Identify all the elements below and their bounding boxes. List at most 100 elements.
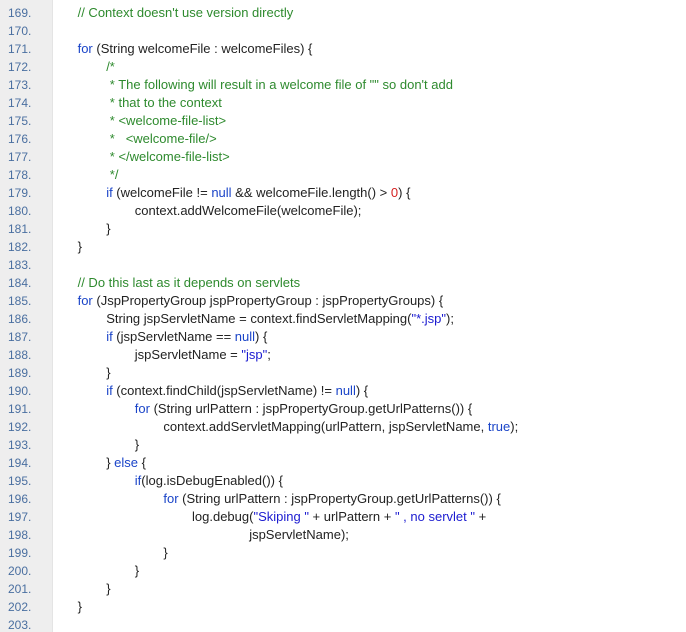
code-line: 178. */ <box>0 166 686 184</box>
code-line: 185.for (JspPropertyGroup jspPropertyGro… <box>0 292 686 310</box>
code-token: (jspServletName == <box>112 329 235 344</box>
code-token: (String urlPattern : jspPropertyGroup.ge… <box>178 491 501 506</box>
code-line: 202.} <box>0 598 686 616</box>
line-number-gutter <box>0 0 53 632</box>
line-number: 193. <box>8 438 32 452</box>
line-number: 181. <box>8 222 32 236</box>
code-token: "*.jsp" <box>411 311 447 326</box>
code-line: 179.if (welcomeFile != null && welcomeFi… <box>0 184 686 202</box>
line-number: 192. <box>8 420 32 434</box>
code-token: { <box>138 455 146 470</box>
code-line: 182.} <box>0 238 686 256</box>
code-token: } <box>77 239 82 254</box>
code-text: } <box>163 544 167 562</box>
code-token: null <box>211 185 232 200</box>
code-text: } <box>106 364 110 382</box>
code-token: * that to the context <box>106 95 222 110</box>
code-text: * <welcome-file/> <box>106 130 217 148</box>
code-token: if <box>134 473 142 488</box>
code-token: null <box>335 383 356 398</box>
code-line: 170. <box>0 22 686 40</box>
code-text: if (welcomeFile != null && welcomeFile.l… <box>106 184 410 202</box>
line-number: 185. <box>8 294 32 308</box>
code-token: if <box>106 329 113 344</box>
code-token: } <box>106 581 111 596</box>
code-line: 171.for (String welcomeFile : welcomeFil… <box>0 40 686 58</box>
code-text: } <box>78 598 82 616</box>
line-number: 169. <box>8 6 32 20</box>
code-token: for <box>77 293 93 308</box>
code-line: 191.for (String urlPattern : jspProperty… <box>0 400 686 418</box>
line-number: 201. <box>8 582 32 596</box>
code-token: */ <box>106 167 119 182</box>
code-token: /* <box>106 59 115 74</box>
code-token: * <welcome-file-list> <box>106 113 227 128</box>
code-token: true <box>487 419 511 434</box>
code-token: } <box>77 599 82 614</box>
code-text: if (context.findChild(jspServletName) !=… <box>106 382 368 400</box>
code-token: + <box>474 509 487 524</box>
line-number: 194. <box>8 456 32 470</box>
code-text: } else { <box>106 454 146 472</box>
line-number: 197. <box>8 510 32 524</box>
code-token: // Context doesn't use version directly <box>77 5 294 20</box>
code-token: (welcomeFile != <box>112 185 212 200</box>
code-token: ) { <box>398 185 411 200</box>
code-line: 195.if(log.isDebugEnabled()) { <box>0 472 686 490</box>
code-text: /* <box>106 58 115 76</box>
code-token: 0 <box>390 185 399 200</box>
line-number: 202. <box>8 600 32 614</box>
code-token: context.addWelcomeFile(welcomeFile); <box>134 203 362 218</box>
code-line: 200.} <box>0 562 686 580</box>
code-token: } <box>106 455 115 470</box>
code-line: 196.for (String urlPattern : jspProperty… <box>0 490 686 508</box>
code-token: } <box>134 437 140 452</box>
code-line: 193.} <box>0 436 686 454</box>
code-line: 173. * The following will result in a we… <box>0 76 686 94</box>
code-text: jspServletName = "jsp"; <box>135 346 271 364</box>
line-number: 191. <box>8 402 32 416</box>
line-number: 189. <box>8 366 32 380</box>
code-line: 176. * <welcome-file/> <box>0 130 686 148</box>
code-token: null <box>234 329 256 344</box>
code-line: 201.} <box>0 580 686 598</box>
code-token: ); <box>510 419 519 434</box>
code-text: context.addServletMapping(urlPattern, js… <box>163 418 518 436</box>
code-line: 183. <box>0 256 686 274</box>
code-line: 187.if (jspServletName == null) { <box>0 328 686 346</box>
code-line: 198.jspServletName); <box>0 526 686 544</box>
code-line: 177. * </welcome-file-list> <box>0 148 686 166</box>
code-token: (context.findChild(jspServletName) != <box>112 383 336 398</box>
line-number: 172. <box>8 60 32 74</box>
code-token: "jsp" <box>241 347 268 362</box>
code-token: " , no servlet " <box>394 509 475 524</box>
code-token: jspServletName = <box>134 347 242 362</box>
line-number: 188. <box>8 348 32 362</box>
code-token: for <box>163 491 179 506</box>
code-text: * <welcome-file-list> <box>106 112 226 130</box>
code-text: */ <box>106 166 119 184</box>
code-text: context.addWelcomeFile(welcomeFile); <box>135 202 362 220</box>
line-number: 177. <box>8 150 32 164</box>
code-token: else <box>114 455 139 470</box>
code-token: ) { <box>255 329 268 344</box>
code-text: * </welcome-file-list> <box>106 148 230 166</box>
code-line: 188. jspServletName = "jsp"; <box>0 346 686 364</box>
code-text: * that to the context <box>106 94 222 112</box>
code-text: // Do this last as it depends on servlet… <box>78 274 301 292</box>
code-line: 199.} <box>0 544 686 562</box>
line-number: 200. <box>8 564 32 578</box>
line-number: 175. <box>8 114 32 128</box>
code-text: } <box>106 580 110 598</box>
line-number: 198. <box>8 528 32 542</box>
line-number: 174. <box>8 96 32 110</box>
code-text: // Context doesn't use version directly <box>78 4 294 22</box>
line-number: 186. <box>8 312 32 326</box>
line-number: 178. <box>8 168 32 182</box>
code-token: context.addServletMapping(urlPattern, js… <box>163 419 488 434</box>
code-token: } <box>106 221 111 236</box>
line-number: 190. <box>8 384 32 398</box>
code-token: (String welcomeFile : welcomeFiles) { <box>92 41 313 56</box>
code-token: } <box>134 563 140 578</box>
